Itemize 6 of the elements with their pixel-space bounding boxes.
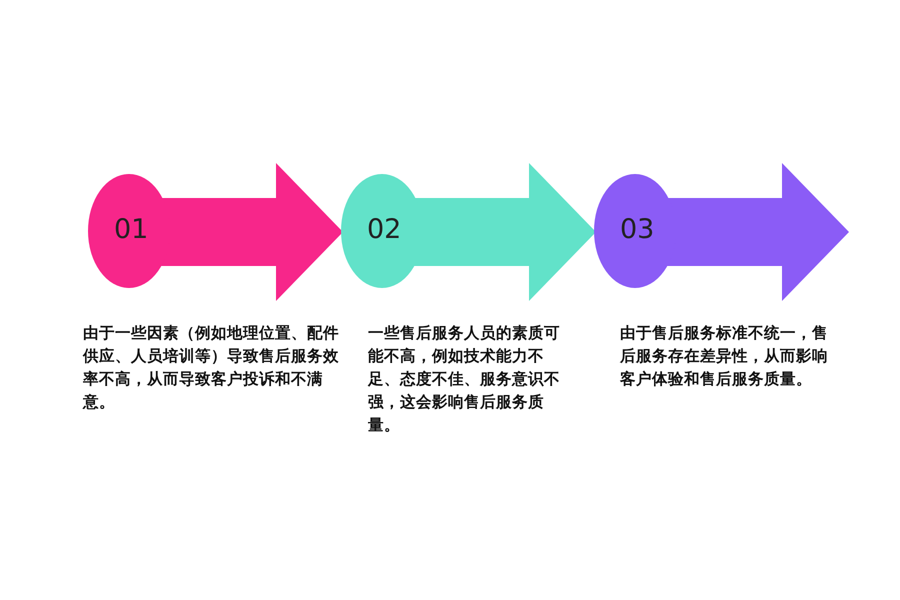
step-number: 03: [620, 216, 654, 243]
step-description: 由于售后服务标准不统一，售后服务存在差异性，从而影响客户体验和售后服务质量。: [620, 323, 829, 390]
step-number: 02: [367, 216, 402, 243]
step-number: 01: [114, 216, 148, 243]
step-description: 由于一些因素（例如地理位置、配件供应、人员培训等）导致售后服务效率不高，从而导致客户投诉和不满意。: [83, 323, 340, 413]
step-description: 一些售后服务人员的素质可能不高，例如技术能力不足、态度不佳、服务意识不强，这会影响售后服务质量。: [368, 323, 561, 436]
